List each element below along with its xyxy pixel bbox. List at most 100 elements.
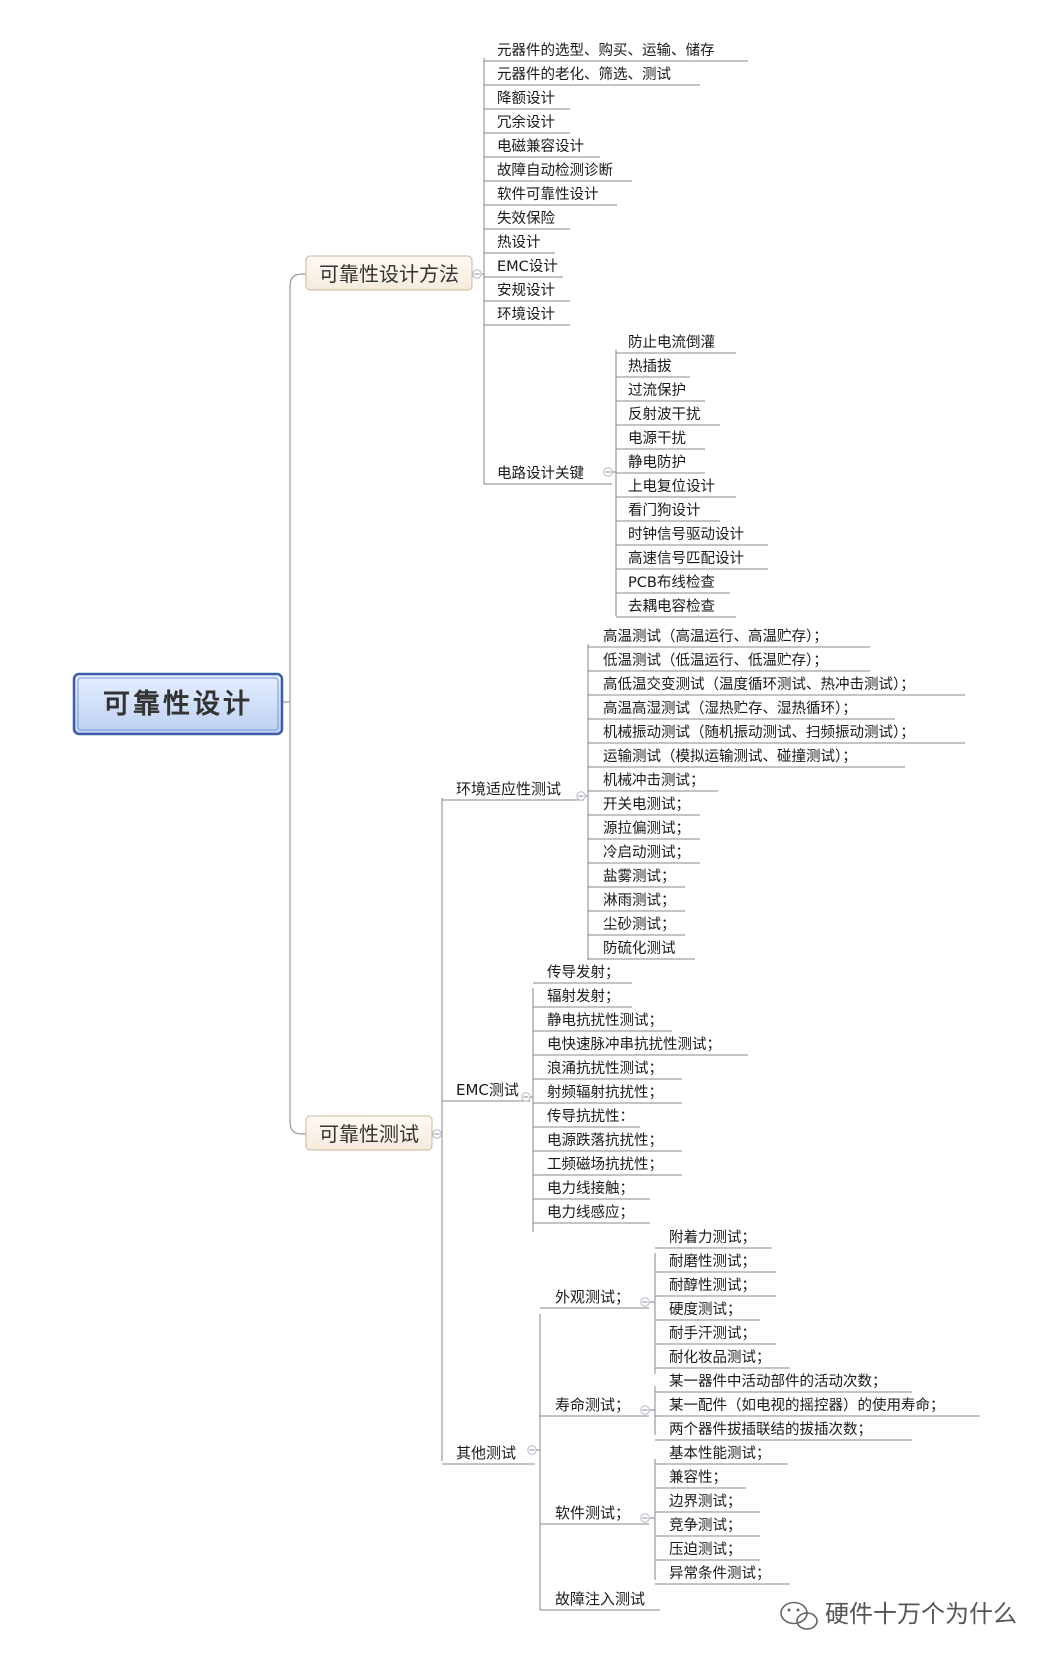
node-fault-injection-test[interactable]: 故障注入测试 xyxy=(540,1590,660,1611)
node-life-test[interactable]: 寿命测试； xyxy=(540,1396,649,1417)
collapse-toggle-other[interactable] xyxy=(527,1445,537,1455)
list-item[interactable]: 竞争测试； xyxy=(655,1516,760,1537)
collapse-toggle-emc[interactable] xyxy=(521,1092,531,1102)
list-item[interactable]: 耐手汗测试； xyxy=(655,1325,776,1345)
list-item-circuit-design-key[interactable]: 电路设计关键 xyxy=(484,465,612,485)
list-item[interactable]: 工频磁场抗扰性； xyxy=(533,1156,682,1176)
root-node[interactable]: 可靠性设计 xyxy=(72,672,284,736)
svg-text:防硫化测试: 防硫化测试 xyxy=(603,940,676,957)
list-item[interactable]: 源拉偏测试； xyxy=(588,820,700,840)
list-item[interactable]: 传导发射； xyxy=(533,964,632,984)
list-item[interactable]: 电快速脉冲串抗扰性测试； xyxy=(533,1036,748,1056)
list-item[interactable]: PCB布线检查 xyxy=(616,574,730,594)
list-item[interactable]: 降额设计 xyxy=(484,90,570,110)
list-item[interactable]: 防止电流倒灌 xyxy=(616,334,736,354)
list-item[interactable]: 耐醇性测试； xyxy=(655,1277,776,1297)
list-item[interactable]: 电力线接触； xyxy=(533,1180,650,1200)
list-item[interactable]: 过流保护 xyxy=(616,382,705,402)
list-item[interactable]: 电源干扰 xyxy=(616,430,705,450)
list-item[interactable]: 附着力测试； xyxy=(655,1229,772,1249)
connector-other-spine xyxy=(535,1314,541,1610)
svg-text:附着力测试；: 附着力测试； xyxy=(669,1229,756,1246)
list-item[interactable]: 尘砂测试； xyxy=(588,916,685,936)
collapse-toggle-appearance[interactable] xyxy=(640,1297,650,1307)
list-item[interactable]: 射频辐射抗扰性； xyxy=(533,1084,682,1104)
list-item[interactable]: 机械振动测试（随机振动测试、扫频振动测试）； xyxy=(588,724,965,744)
list-item[interactable]: 耐磨性测试； xyxy=(655,1253,776,1273)
connector-root-branch1 xyxy=(289,273,306,702)
collapse-toggle-branch1[interactable] xyxy=(472,269,482,279)
svg-text:静电抗扰性测试；: 静电抗扰性测试； xyxy=(547,1012,663,1029)
list-item[interactable]: 软件可靠性设计 xyxy=(484,186,617,206)
wechat-icon xyxy=(780,1601,818,1630)
list-item[interactable]: 开关电测试； xyxy=(588,796,700,816)
collapse-toggle-env[interactable] xyxy=(576,791,586,801)
list-item[interactable]: 某一器件中活动部件的活动次数； xyxy=(655,1373,912,1393)
list-item[interactable]: 耐化妆品测试； xyxy=(655,1349,790,1369)
svg-text:高速信号匹配设计: 高速信号匹配设计 xyxy=(628,550,744,567)
list-item[interactable]: 反射波干扰 xyxy=(616,406,720,426)
list-item[interactable]: 元器件的选型、购买、运输、储存 xyxy=(484,42,748,62)
list-item[interactable]: 静电抗扰性测试； xyxy=(533,1012,672,1032)
list-item[interactable]: 浪涌抗扰性测试； xyxy=(533,1060,682,1080)
list-item[interactable]: 看门狗设计 xyxy=(616,502,720,522)
list-item[interactable]: 元器件的老化、筛选、测试 xyxy=(484,66,700,86)
branch-reliability-design-methods[interactable]: 可靠性设计方法 xyxy=(305,255,473,291)
list-item[interactable]: 异常条件测试； xyxy=(655,1565,790,1585)
svg-text:上电复位设计: 上电复位设计 xyxy=(628,477,715,495)
svg-text:机械振动测试（随机振动测试、扫频振动测试）；: 机械振动测试（随机振动测试、扫频振动测试）； xyxy=(603,724,915,741)
svg-text:电快速脉冲串抗扰性测试；: 电快速脉冲串抗扰性测试； xyxy=(547,1036,721,1053)
list-item[interactable]: 高低温交变测试（温度循环测试、热冲击测试）； xyxy=(588,675,965,696)
list-item[interactable]: 传导抗扰性： xyxy=(533,1108,640,1128)
list-item[interactable]: 静电防护 xyxy=(616,454,705,474)
sub-branch-emc-test[interactable]: EMC测试 xyxy=(442,1081,530,1102)
list-item[interactable]: 时钟信号驱动设计 xyxy=(616,526,768,546)
list-item[interactable]: 淋雨测试； xyxy=(588,892,685,912)
list-item[interactable]: 高速信号匹配设计 xyxy=(616,550,768,570)
branch-reliability-testing[interactable]: 可靠性测试 xyxy=(305,1115,433,1151)
list-item[interactable]: 基本性能测试； xyxy=(655,1445,788,1465)
list-item[interactable]: 高温高湿测试（湿热贮存、湿热循环）； xyxy=(588,700,895,720)
list-item[interactable]: 电力线感应； xyxy=(533,1203,650,1224)
node-appearance-test[interactable]: 外观测试； xyxy=(540,1288,649,1309)
list-item[interactable]: 电磁兼容设计 xyxy=(484,138,600,158)
list-item[interactable]: 热插拔 xyxy=(616,358,690,378)
list-item[interactable]: 热设计 xyxy=(484,234,555,254)
collapse-toggle-life[interactable] xyxy=(640,1405,650,1415)
list-item[interactable]: 环境设计 xyxy=(484,305,570,326)
sub-branch-other-test[interactable]: 其他测试 xyxy=(442,1444,535,1465)
svg-text:电力线感应；: 电力线感应； xyxy=(547,1203,634,1221)
list-item[interactable]: 运输测试（模拟运输测试、碰撞测试）； xyxy=(588,747,905,768)
list-item[interactable]: 去耦电容检查 xyxy=(616,598,736,618)
connector-appearance-spine xyxy=(649,1253,656,1374)
list-item[interactable]: 机械冲击测试； xyxy=(588,772,718,792)
list-item[interactable]: 上电复位设计 xyxy=(616,477,736,498)
list-item[interactable]: 边界测试； xyxy=(655,1493,760,1513)
svg-text:时钟信号驱动设计: 时钟信号驱动设计 xyxy=(628,526,744,543)
sub-branch-env-test[interactable]: 环境适应性测试 xyxy=(442,780,584,801)
list-item[interactable]: 冗余设计 xyxy=(484,113,570,134)
list-item[interactable]: 硬度测试； xyxy=(655,1301,760,1321)
list-item[interactable]: 冷启动测试； xyxy=(588,844,700,864)
svg-text:防止电流倒灌: 防止电流倒灌 xyxy=(628,334,715,351)
node-software-test[interactable]: 软件测试； xyxy=(540,1504,649,1525)
svg-text:高温高湿测试（湿热贮存、湿热循环）；: 高温高湿测试（湿热贮存、湿热循环）； xyxy=(603,700,857,717)
list-item[interactable]: 某一配件（如电视的摇控器）的使用寿命； xyxy=(655,1396,980,1417)
collapse-toggle-branch2[interactable] xyxy=(432,1129,442,1139)
svg-text:其他测试: 其他测试 xyxy=(456,1444,516,1462)
list-item[interactable]: 兼容性； xyxy=(655,1469,746,1489)
list-item[interactable]: 失效保险 xyxy=(484,210,570,230)
list-item[interactable]: 电源跌落抗扰性； xyxy=(533,1132,682,1152)
list-item[interactable]: 压迫测试； xyxy=(655,1541,760,1561)
list-item[interactable]: 高温测试（高温运行、高温贮存）； xyxy=(588,628,870,648)
list-item[interactable]: 两个器件拔插联结的拔插次数； xyxy=(655,1421,912,1441)
list-item[interactable]: 防硫化测试 xyxy=(588,940,695,960)
collapse-toggle-software[interactable] xyxy=(640,1513,650,1523)
list-item[interactable]: 低温测试（低温运行、低温贮存）； xyxy=(588,652,870,672)
list-item[interactable]: 盐雾测试； xyxy=(588,868,685,888)
collapse-toggle-circuit[interactable] xyxy=(603,467,613,477)
list-item[interactable]: 故障自动检测诊断 xyxy=(484,161,632,182)
list-item[interactable]: EMC设计 xyxy=(484,258,563,278)
list-item[interactable]: 安规设计 xyxy=(484,282,570,302)
list-item[interactable]: 辐射发射； xyxy=(533,988,632,1008)
